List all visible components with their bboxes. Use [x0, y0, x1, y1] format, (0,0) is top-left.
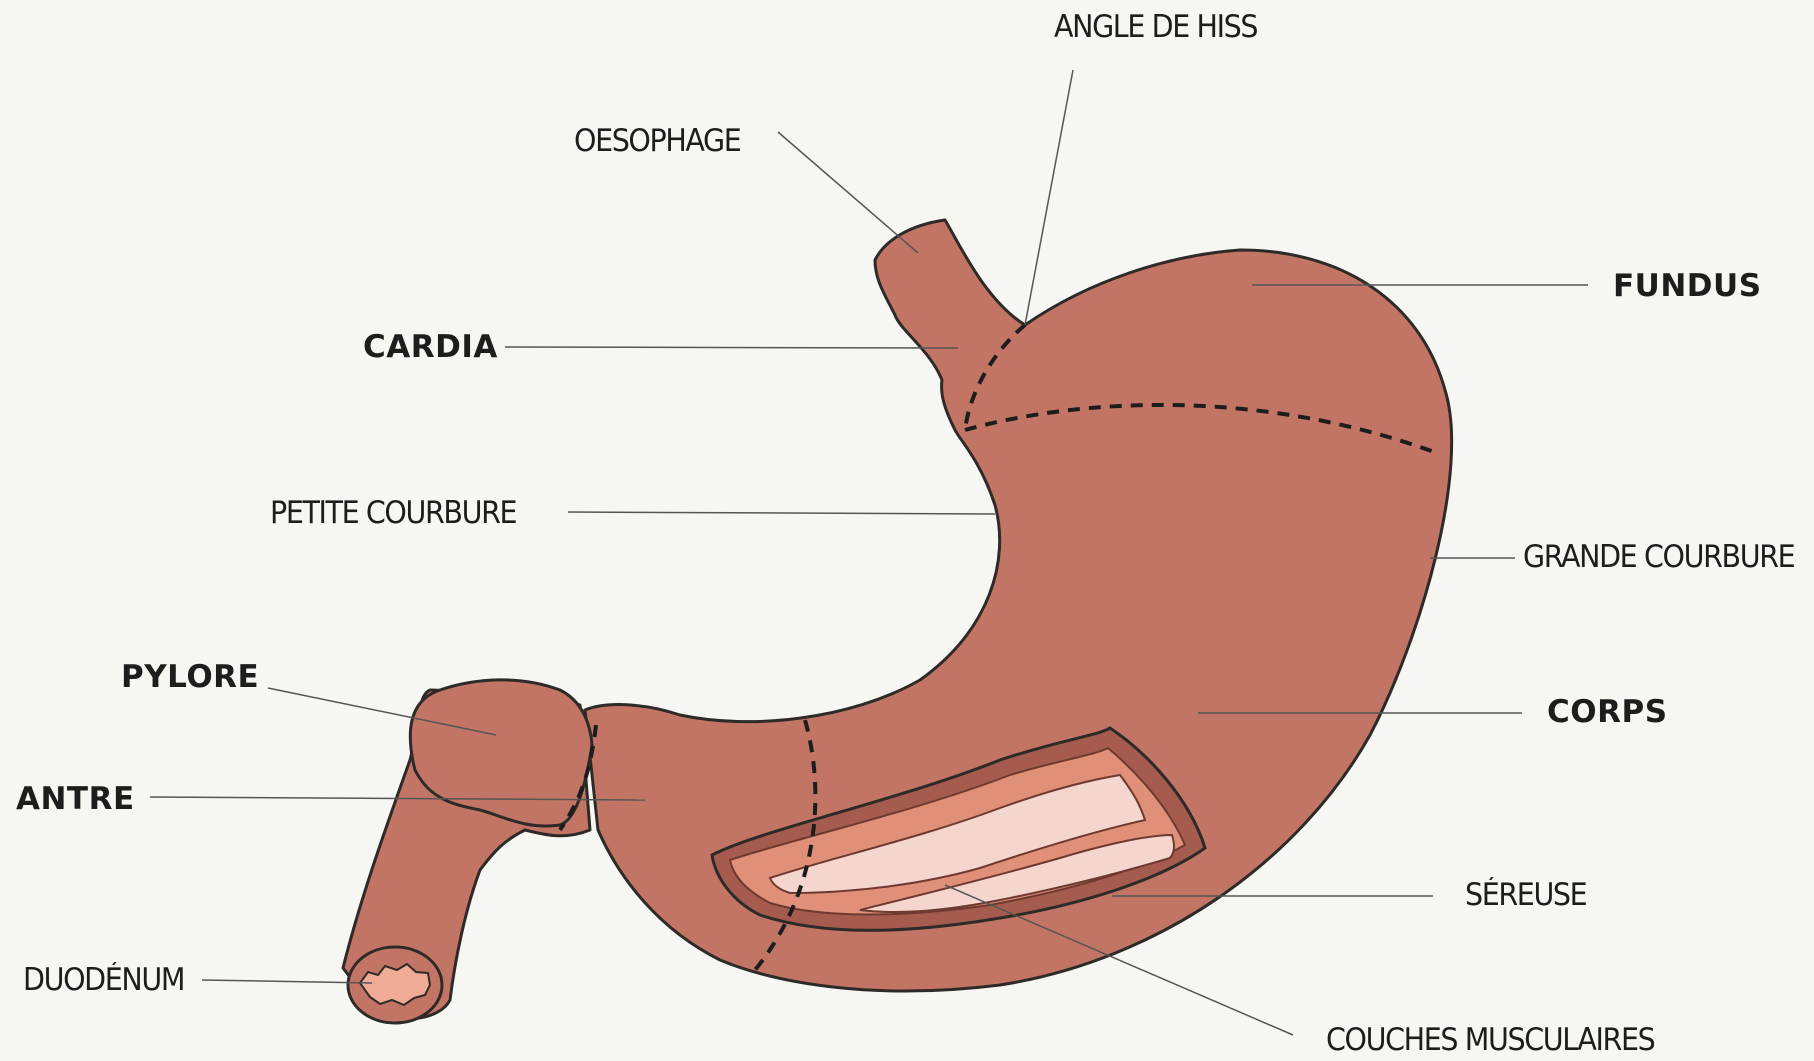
label-pylore: PYLORE [121, 662, 259, 693]
label-duodenum: DUODÉNUM [23, 965, 184, 996]
leader-oesophage [778, 132, 918, 253]
label-corps: CORPS [1547, 697, 1668, 728]
label-antre: ANTRE [16, 784, 135, 815]
label-sereuse: SÉREUSE [1465, 880, 1586, 911]
leader-cardia [505, 347, 958, 348]
label-grande-courbure: GRANDE COURBURE [1523, 542, 1794, 573]
label-oesophage: OESOPHAGE [574, 126, 740, 157]
leader-angle-de-hiss [1025, 70, 1073, 325]
leader-duodenum [202, 980, 372, 983]
label-angle-de-hiss: ANGLE DE HISS [1054, 12, 1257, 43]
label-couches-musculaires: COUCHES MUSCULAIRES [1326, 1025, 1654, 1056]
label-fundus: FUNDUS [1613, 271, 1762, 302]
label-petite-courbure: PETITE COURBURE [270, 498, 516, 529]
leader-petite-courbure [568, 512, 995, 514]
label-cardia: CARDIA [363, 332, 498, 363]
